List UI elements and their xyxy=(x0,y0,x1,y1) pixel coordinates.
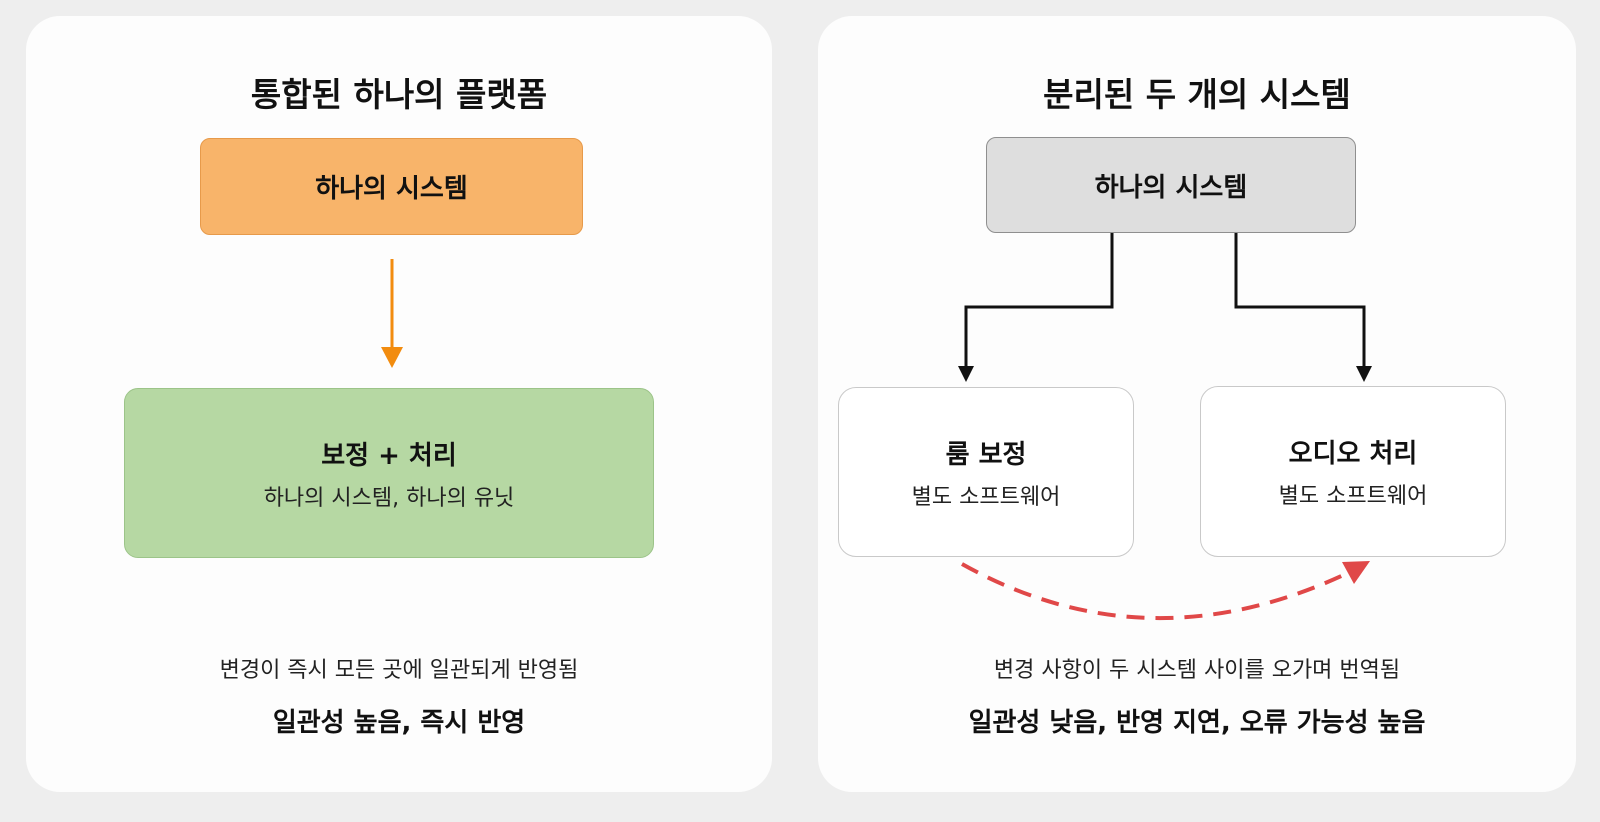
combined-unit-subtitle: 하나의 시스템, 하나의 유닛 xyxy=(263,485,515,511)
audio-processing-subtitle: 별도 소프트웨어 xyxy=(1278,484,1428,509)
single-system-box-gray: 하나의 시스템 xyxy=(986,137,1356,233)
single-system-label-gray: 하나의 시스템 xyxy=(1094,172,1248,203)
single-system-box: 하나의 시스템 xyxy=(200,138,583,235)
right-connectors xyxy=(958,233,1372,621)
right-summary: 일관성 낮음, 반영 지연, 오류 가능성 높음 xyxy=(968,708,1426,738)
audio-processing-title: 오디오 처리 xyxy=(1288,439,1418,469)
room-correction-title: 룸 보정 xyxy=(945,439,1027,470)
separate-systems-panel: 분리된 두 개의 시스템 하나의 시스템 룸 보정 별도 소프트웨어 오디오 처… xyxy=(818,16,1576,792)
combined-unit-title: 보정 + 처리 xyxy=(321,440,457,471)
room-correction-box: 룸 보정 별도 소프트웨어 xyxy=(838,387,1134,557)
right-caption: 변경 사항이 두 시스템 사이를 오가며 번역됨 xyxy=(993,658,1401,683)
left-branch-line xyxy=(964,233,1114,368)
left-connectors xyxy=(381,259,403,368)
left-summary: 일관성 높음, 즉시 반영 xyxy=(272,708,526,738)
down-arrow-head xyxy=(381,347,403,368)
integrated-platform-title: 통합된 하나의 플랫폼 xyxy=(250,75,548,114)
integrated-platform-panel: 통합된 하나의 플랫폼 하나의 시스템 보정 + 처리 하나의 시스템, 하나의… xyxy=(26,16,772,792)
right-branch-arrowhead xyxy=(1356,366,1372,382)
translation-dashed-arrow xyxy=(961,562,1351,621)
audio-processing-box: 오디오 처리 별도 소프트웨어 xyxy=(1200,386,1506,557)
room-correction-subtitle: 별도 소프트웨어 xyxy=(911,484,1061,510)
single-system-label: 하나의 시스템 xyxy=(315,174,468,204)
left-caption: 변경이 즉시 모든 곳에 일관되게 반영됨 xyxy=(219,658,579,683)
combined-unit-box: 보정 + 처리 하나의 시스템, 하나의 유닛 xyxy=(124,388,654,558)
right-branch-line xyxy=(1234,233,1366,368)
translation-arrowhead xyxy=(1342,561,1370,584)
separate-systems-title: 분리된 두 개의 시스템 xyxy=(1043,75,1351,114)
left-branch-arrowhead xyxy=(958,366,974,382)
